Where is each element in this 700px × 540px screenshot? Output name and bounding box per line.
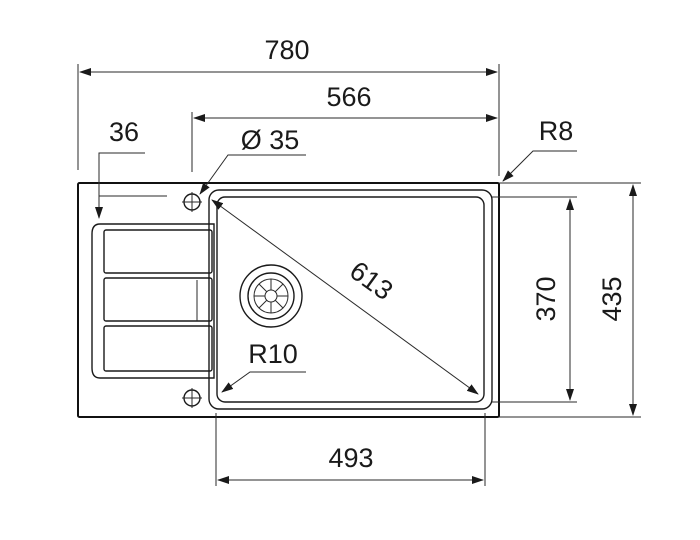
label-bowl-diagonal: 613 [344, 255, 398, 306]
label-bowl-height: 370 [531, 276, 561, 321]
label-overall-width: 780 [264, 35, 309, 65]
dim-line-613 [211, 199, 479, 395]
label-hole-offset: 36 [109, 117, 139, 147]
tap-hole-bottom-icon [182, 388, 202, 408]
bowl-outline [208, 189, 493, 410]
tap-hole-top-icon [182, 192, 202, 212]
dim-line-r10 [221, 371, 306, 393]
extension-lines [77, 64, 641, 486]
label-bowl-width: 493 [328, 443, 373, 473]
label-hole-to-edge-width: 566 [326, 82, 371, 112]
drain-icon [239, 264, 303, 328]
label-corner-radius-bowl: R10 [248, 339, 298, 369]
label-overall-depth: 435 [597, 276, 627, 321]
label-hole-diameter: Ø 35 [241, 125, 300, 155]
dim-line-d35 [199, 154, 306, 195]
sink-outer-outline [77, 182, 500, 418]
dim-line-r8 [502, 150, 577, 182]
drainer-area [91, 223, 215, 379]
label-corner-radius-outer: R8 [539, 116, 574, 146]
dim-line-36 [95, 152, 145, 219]
